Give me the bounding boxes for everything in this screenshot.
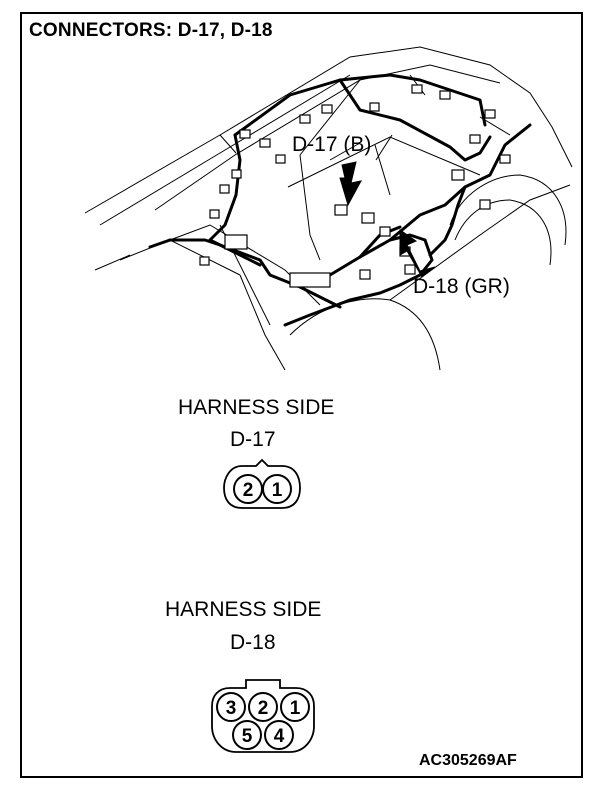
connector-d18-pin-2 — [248, 692, 278, 722]
pin-label: 4 — [274, 726, 285, 747]
connector-d18-pin-1 — [280, 692, 310, 722]
harness-connector-blobs — [199, 84, 511, 288]
callout-label-d17: D-17 (B) — [292, 133, 372, 156]
connector-d17-pin-1 — [262, 474, 292, 504]
connector-d18-pin-4 — [264, 720, 294, 750]
pin-label: 1 — [290, 698, 301, 719]
connector-d17-face: 2 1 — [223, 458, 301, 509]
pin-label: 2 — [243, 480, 254, 501]
pin-label: 1 — [272, 480, 283, 501]
vehicle-harness-drawing — [84, 46, 573, 371]
car-body-outline — [84, 46, 573, 371]
connector-d18-pin-5 — [232, 720, 262, 750]
callout-label-d18: D-18 (GR) — [413, 275, 510, 298]
connector-name-d18: D-18 — [230, 631, 276, 654]
pin-label: 2 — [258, 698, 269, 719]
pointer-arrows — [339, 161, 436, 278]
pin-label: 3 — [226, 698, 237, 719]
connector-name-d17: D-17 — [230, 428, 276, 451]
harness-side-label-d17: HARNESS SIDE — [178, 396, 335, 419]
pin-label: 5 — [242, 726, 253, 747]
connector-d18-pin-3 — [216, 692, 246, 722]
figure-code: AC305269AF — [419, 752, 517, 769]
diagram-frame — [20, 12, 583, 778]
callout-leaders — [329, 134, 393, 196]
harness-side-label-d18: HARNESS SIDE — [165, 598, 322, 621]
connector-d18-face: 3 2 1 5 4 — [211, 679, 315, 753]
diagram-title: CONNECTORS: D-17, D-18 — [29, 20, 273, 41]
